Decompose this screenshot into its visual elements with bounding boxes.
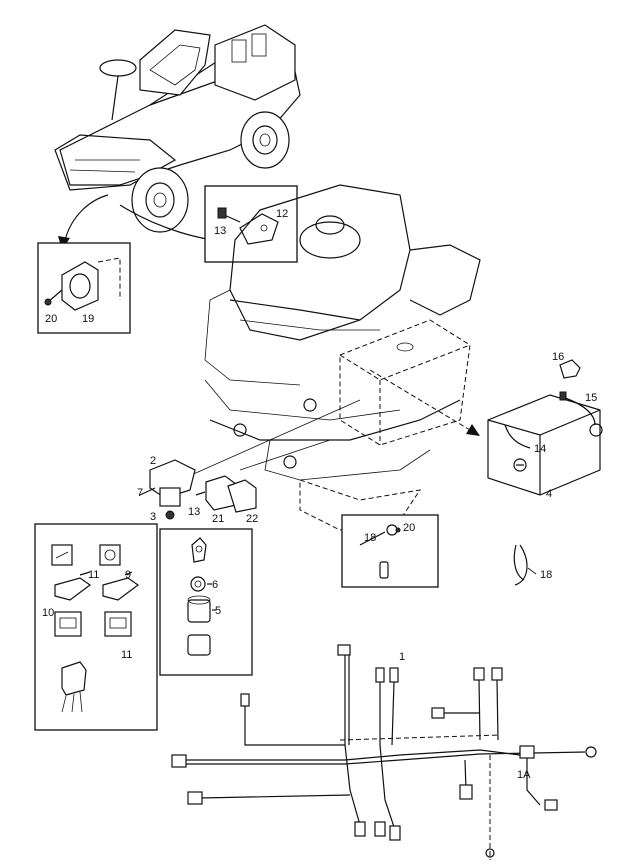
callout-21: 21	[212, 513, 224, 525]
callout-7: 7	[137, 487, 143, 499]
callout-2: 2	[150, 455, 156, 467]
callout-22: 22	[246, 513, 258, 525]
callout-18: 18	[364, 532, 376, 544]
inset-box-rocker-switches: 11 9 10 11	[34, 523, 158, 731]
callout-1: 1	[399, 651, 405, 663]
inset-box-switch-bracket: 12 13	[204, 185, 298, 263]
callout-13b: 13	[188, 506, 200, 518]
inset-box-cable-terminal: 18 20	[341, 514, 439, 588]
callout-20: 20	[45, 313, 57, 325]
callout-12: 12	[276, 208, 288, 220]
callout-10: 10	[42, 607, 54, 619]
callout-19: 19	[82, 313, 94, 325]
callout-4: 4	[546, 488, 552, 500]
callout-11b: 11	[121, 649, 132, 661]
callout-9: 9	[125, 569, 131, 581]
callout-18b: 18	[540, 569, 552, 581]
callout-16: 16	[552, 351, 564, 363]
battery-illustration: 16 15 14 4	[487, 351, 603, 500]
wiring-harness-illustration: 1 1A	[171, 644, 597, 860]
callout-3: 3	[150, 511, 156, 523]
inset-box-hour-meter: 20 19	[37, 242, 131, 334]
inset-box-ignition-key: 6 5	[159, 528, 253, 676]
callout-20b: 20	[403, 522, 415, 534]
engine-chassis-illustration	[179, 184, 481, 531]
riding-mower-illustration	[54, 24, 301, 250]
callout-15: 15	[585, 392, 597, 404]
callout-13: 13	[214, 225, 226, 237]
callout-11: 11	[88, 569, 99, 581]
callout-1a: 1A	[517, 769, 531, 781]
callout-5: 5	[215, 605, 221, 617]
callout-14: 14	[534, 443, 546, 455]
ignition-switch-relay-group: 2 7 3 13 21 22	[137, 455, 258, 525]
cable-tie-illustration: 18	[513, 544, 552, 586]
callout-6: 6	[212, 579, 218, 591]
